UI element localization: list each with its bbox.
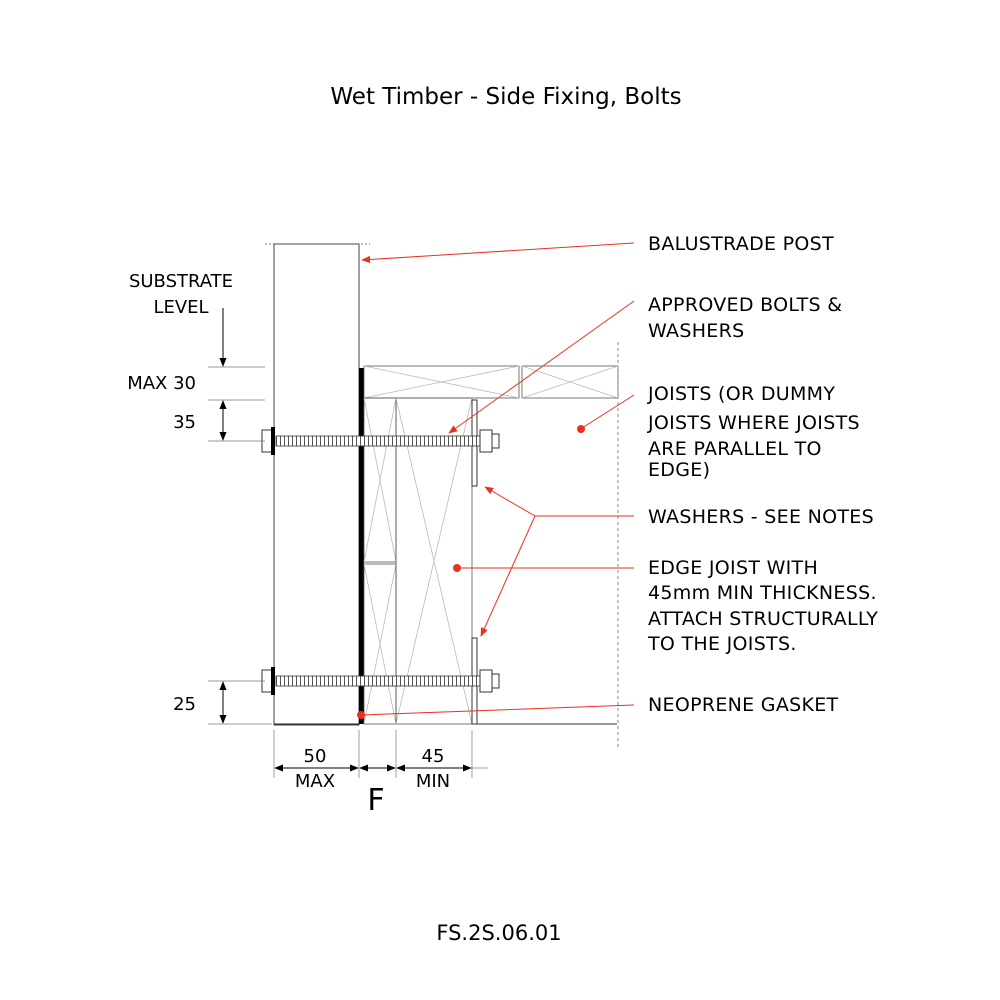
callout-labels: BALUSTRADE POST APPROVED BOLTS & WASHERS… — [647, 233, 878, 716]
max-30-label: MAX 30 — [127, 373, 196, 394]
dim-45-label: 45 — [422, 746, 445, 767]
packer — [363, 397, 397, 725]
joists-label-line4: EDGE) — [648, 459, 710, 481]
edge-joist-label-line2: 45mm MIN THICKNESS. — [648, 582, 877, 604]
balustrade-post — [265, 243, 370, 726]
bolt-lower — [261, 667, 500, 695]
top-joist — [363, 365, 619, 399]
joists-label-line2: JOISTS WHERE JOISTS — [647, 412, 860, 434]
f-label: F — [367, 783, 384, 818]
dim-25-label: 25 — [173, 694, 196, 715]
substrate-level-line1: SUBSTRATE — [129, 271, 233, 292]
edge-joist-label-line1: EDGE JOIST WITH — [648, 557, 818, 579]
callout-leaders — [361, 242, 635, 716]
min-label: MIN — [416, 771, 450, 792]
structure — [265, 243, 619, 750]
edge-joist-label-line4: TO THE JOISTS. — [647, 633, 797, 655]
balustrade-post-label: BALUSTRADE POST — [648, 233, 834, 255]
edge-joist-label-line3: ATTACH STRUCTURALLY — [648, 608, 878, 630]
vertical-dimensions — [208, 308, 272, 725]
substrate-level-line2: LEVEL — [153, 297, 208, 318]
washers-label: WASHERS - SEE NOTES — [648, 506, 874, 528]
bolts-label-line2: WASHERS — [648, 320, 744, 342]
gasket-label: NEOPRENE GASKET — [648, 694, 839, 716]
joists-label-line1: JOISTS (OR DUMMY — [647, 383, 835, 405]
horizontal-dimension-labels: 50 MAX 45 MIN F — [295, 746, 450, 818]
bolt-upper — [261, 427, 500, 455]
neoprene-gasket — [359, 368, 364, 724]
max-label: MAX — [295, 771, 335, 792]
drawing-code: FS.2S.06.01 — [436, 921, 561, 945]
joists-label-line3: ARE PARALLEL TO — [648, 438, 822, 460]
vertical-dimension-labels: SUBSTRATE LEVEL MAX 30 35 25 — [127, 271, 233, 715]
callout-dots — [357, 425, 585, 719]
dim-50-label: 50 — [304, 746, 327, 767]
horizontal-dimensions — [273, 730, 488, 778]
page-title: Wet Timber - Side Fixing, Bolts — [330, 84, 681, 110]
edge-joist — [395, 397, 473, 725]
dim-35-label: 35 — [173, 412, 196, 433]
bolts-label-line1: APPROVED BOLTS & — [648, 294, 842, 316]
